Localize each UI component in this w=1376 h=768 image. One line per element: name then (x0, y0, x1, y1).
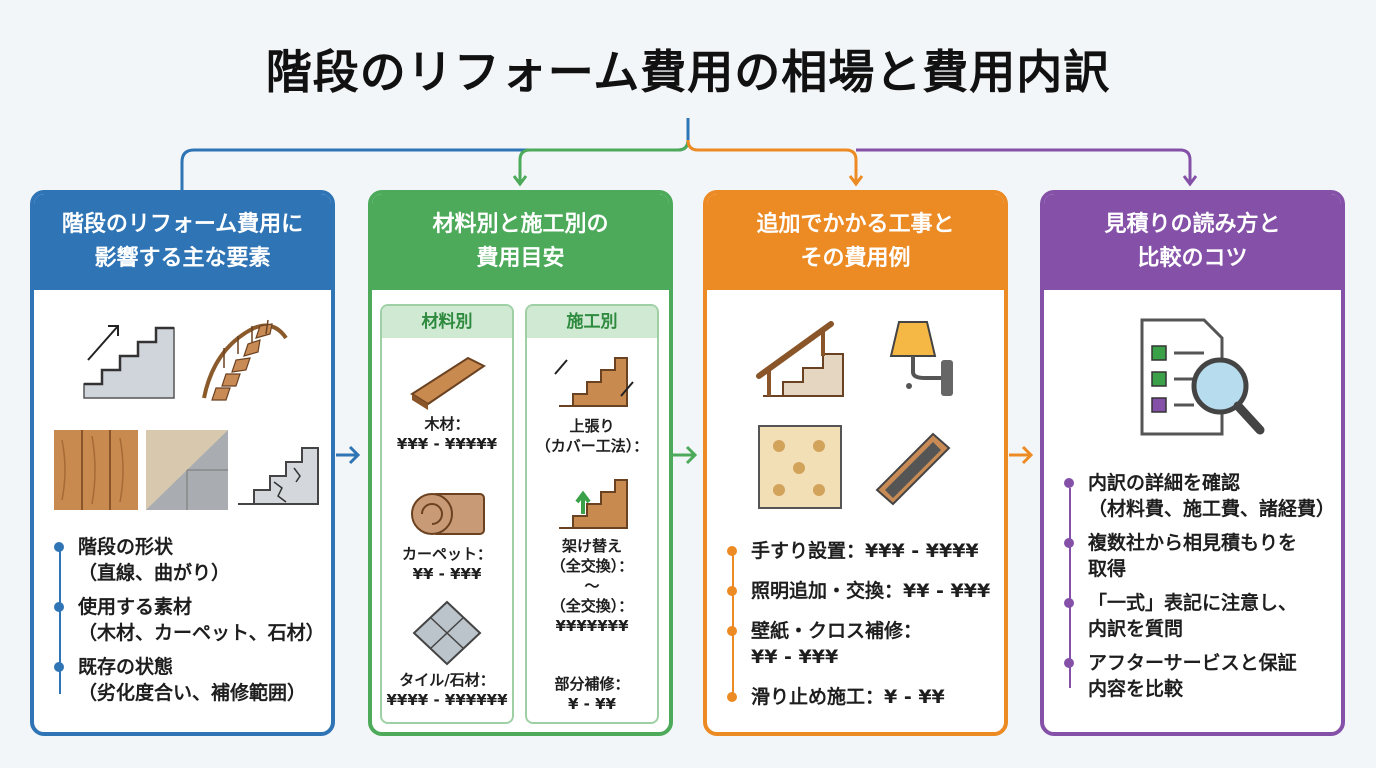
tile-icon (412, 600, 482, 666)
list-item: 照明追加・交換：¥¥ - ¥¥¥ (721, 578, 990, 604)
carpet-stone-texture-icon (146, 430, 228, 510)
page-title: 階段のリフォーム費用の相場と費用内訳 (265, 45, 1111, 99)
card-additional-work: 追加でかかる工事と その費用例 手すり設置：¥¥¥ - ¥¥¥¥ 照明追加・交換… (703, 190, 1008, 736)
list-item: 階段の形状（直線、曲がり） (48, 534, 325, 586)
list-item: 壁紙・クロス補修：¥¥ - ¥¥¥ (721, 618, 990, 670)
list-item: 使用する素材（木材、カーペット、石材） (48, 594, 325, 646)
card-estimate-tips-header: 見積りの読み方と 比較のコツ (1044, 194, 1341, 290)
damaged-stairs-icon (238, 447, 319, 505)
card-cost-guide-header: 材料別と施工別の 費用目安 (372, 194, 669, 290)
card-additional-work-header: 追加でかかる工事と その費用例 (707, 194, 1004, 290)
replace-stairs-icon (559, 479, 628, 529)
arrow-right-icon (673, 445, 698, 465)
card-title-line: 材料別と施工別の (432, 212, 609, 237)
straight-stairs-icon (78, 308, 182, 404)
card-title-line: その費用例 (800, 246, 911, 271)
material-carpet: カーペット： ¥¥ - ¥¥¥ (382, 484, 512, 584)
card-cost-guide: 材料別と施工別の 費用目安 材料別 木材： ¥¥¥ - ¥¥¥¥¥ カーペット：… (368, 190, 673, 736)
handrail-icon (756, 321, 844, 397)
card-title-line: 費用目安 (476, 246, 565, 271)
card-factors: 階段のリフォーム費用に 影響する主な要素 階段の形状（直線、曲がり） 使用する素… (30, 190, 335, 736)
wallpaper-icon (758, 425, 842, 509)
card-estimate-tips: 見積りの読み方と 比較のコツ 内訳の詳細を確認（材料費、施工費、諸経費） 複数社… (1040, 190, 1345, 736)
list-item: 滑り止め施工：¥ - ¥¥ (721, 684, 990, 710)
card-title-line: 見積りの読み方と (1104, 212, 1281, 237)
list-item: 「一式」表記に注意し、内訳を質問 (1058, 590, 1335, 642)
method-replace: 架け替え （全交換）： 〜 （全交換）： ¥¥¥¥¥¥¥ (527, 474, 657, 636)
card-title-line: 階段のリフォーム費用に (61, 212, 304, 237)
wall-lamp-icon (889, 321, 953, 396)
method-overlay: 上張り （カバー工法）： (527, 350, 657, 456)
bullet-line (732, 548, 734, 698)
card-title-line: 追加でかかる工事と (756, 212, 955, 237)
checklist-magnifier-icon (1140, 318, 1265, 436)
list-item: 既存の状態（劣化度合い、補修範囲） (48, 654, 325, 706)
estimate-tips-list: 内訳の詳細を確認（材料費、施工費、諸経費） 複数社から相見積もりを取得 「一式」… (1058, 470, 1335, 710)
bullet-line (1069, 488, 1071, 688)
materials-header: 材料別 (382, 306, 512, 338)
wood-plank-icon (410, 356, 486, 410)
method-repair: 部分補修： ¥ - ¥¥ (554, 675, 630, 713)
curved-stairs-icon (202, 319, 288, 401)
factor-list: 階段の形状（直線、曲がり） 使用する素材（木材、カーペット、石材） 既存の状態（… (48, 534, 325, 714)
card-title-line: 比較のコツ (1137, 246, 1248, 271)
list-item: 内訳の詳細を確認（材料費、施工費、諸経費） (1058, 470, 1335, 522)
overlay-stairs-icon (554, 357, 634, 407)
list-item: 手すり設置：¥¥¥ - ¥¥¥¥ (721, 538, 990, 564)
list-item: アフターサービスと保証内容を比較 (1058, 650, 1335, 702)
materials-column: 材料別 木材： ¥¥¥ - ¥¥¥¥¥ カーペット： ¥¥ - ¥¥¥ (380, 304, 514, 724)
arrow-right-icon (1009, 445, 1034, 465)
card-title-line: 影響する主な要素 (94, 246, 271, 271)
methods-column: 施工別 上張り （カバー工法）： 架け替え （全交換）： 〜 （全交換）： ¥¥… (525, 304, 659, 724)
methods-header: 施工別 (527, 306, 657, 338)
bullet-line (59, 544, 61, 694)
additional-work-list: 手すり設置：¥¥¥ - ¥¥¥¥ 照明追加・交換：¥¥ - ¥¥¥ 壁紙・クロス… (721, 538, 990, 718)
list-item: 複数社から相見積もりを取得 (1058, 530, 1335, 582)
card-factors-header: 階段のリフォーム費用に 影響する主な要素 (34, 194, 331, 290)
carpet-roll-icon (411, 493, 485, 535)
material-wood: 木材： ¥¥¥ - ¥¥¥¥¥ (382, 350, 512, 454)
wood-texture-icon (54, 430, 138, 510)
material-tile: タイル/石材： ¥¥¥¥ - ¥¥¥¥¥¥ (382, 600, 512, 710)
arrow-right-icon (336, 445, 361, 465)
anti-slip-strip-icon (875, 432, 951, 506)
